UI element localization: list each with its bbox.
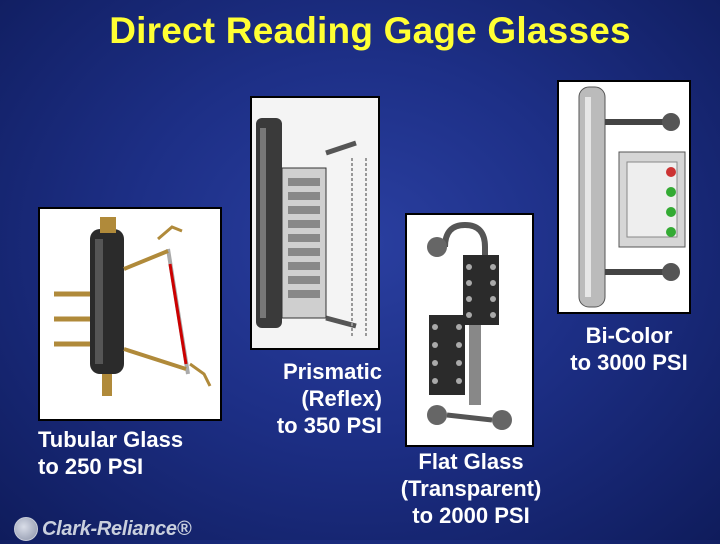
globe-icon (14, 517, 38, 541)
caption-line: to 350 PSI (276, 413, 382, 438)
logo-text: Clark-Reliance® (42, 517, 192, 540)
slide-title: Direct Reading Gage Glasses (109, 10, 631, 51)
caption-line: Prismatic (282, 359, 382, 384)
caption-line: Bi-Color (585, 323, 673, 348)
tubular-glass-photo (38, 207, 222, 421)
caption-line: to 2000 PSI (412, 503, 530, 528)
clark-reliance-logo: Clark-Reliance® (14, 514, 192, 544)
caption-line: (Transparent) (400, 476, 542, 501)
caption-prismatic: Prismatic (Reflex) to 350 PSI (248, 358, 382, 439)
caption-line: to 250 PSI (38, 454, 144, 479)
caption-line: Flat Glass (418, 449, 524, 474)
prismatic-glass-photo (250, 96, 380, 350)
caption-bicolor: Bi-Color to 3000 PSI (548, 322, 710, 376)
caption-tubular: Tubular Glass to 250 PSI (38, 426, 183, 480)
caption-line: to 3000 PSI (570, 350, 688, 375)
flat-glass-photo (405, 213, 534, 447)
caption-line: (Reflex) (301, 386, 382, 411)
caption-flat: Flat Glass (Transparent) to 2000 PSI (378, 448, 564, 529)
caption-line: Tubular Glass (38, 427, 184, 452)
bicolor-glass-photo (557, 80, 691, 314)
